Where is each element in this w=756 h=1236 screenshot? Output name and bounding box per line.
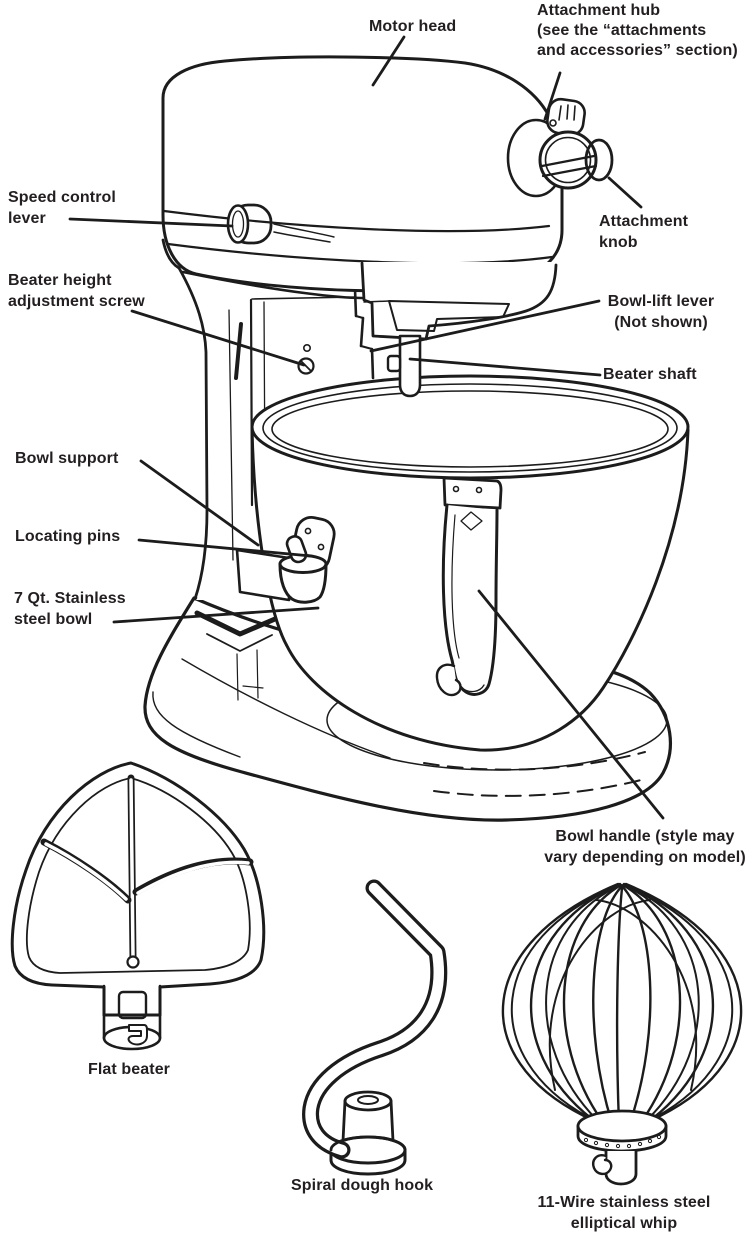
- leader-locating-pins: [137, 538, 313, 558]
- label-beater-shaft: Beater shaft: [603, 364, 697, 385]
- beater-height-screw-drawing: [297, 343, 315, 375]
- label-stainless-bowl: 7 Qt. Stainless steel bowl: [14, 588, 126, 630]
- label-stainless-bowl-line2: steel bowl: [14, 611, 93, 628]
- beater-shaft-drawing: [386, 334, 422, 398]
- label-locating-pins-text: Locating pins: [15, 528, 121, 545]
- bowl-support-drawing: [235, 516, 336, 604]
- leader-speed-control: [68, 217, 234, 228]
- leader-bowl-support: [139, 459, 260, 547]
- whip-hub-rivets: [583, 1134, 662, 1149]
- whip-drawing: [501, 882, 743, 1186]
- flat-beater-drawing: [10, 761, 266, 1051]
- label-dough-hook-text: Spiral dough hook: [291, 1177, 434, 1194]
- label-beater-shaft-text: Beater shaft: [603, 366, 697, 383]
- attachment-hub-drawing: [506, 97, 614, 198]
- label-attachment-knob-line1: Attachment: [599, 213, 689, 230]
- label-motor-head: Motor head: [369, 16, 456, 37]
- label-beater-height-line2: adjustment screw: [8, 293, 145, 310]
- label-attachment-knob-line2: knob: [599, 234, 638, 251]
- label-motor-head-text: Motor head: [369, 18, 457, 35]
- label-bowl-support: Bowl support: [15, 448, 118, 469]
- pedestal-chevron: [194, 610, 285, 701]
- label-beater-height-line1: Beater height: [8, 272, 112, 289]
- hub-clamp: [546, 97, 586, 137]
- label-flat-beater: Flat beater: [88, 1059, 170, 1080]
- leader-lines: [68, 35, 665, 820]
- leader-attachment-knob: [607, 176, 643, 209]
- label-bowl-lift-line2: (Not shown): [614, 314, 708, 331]
- speed-control-knob-drawing: [226, 203, 335, 245]
- label-beater-height: Beater height adjustment screw: [8, 270, 145, 312]
- leader-bowl-handle: [477, 589, 665, 820]
- label-attachment-hub: Attachment hub (see the “attachments and…: [537, 1, 738, 61]
- label-bowl-lift: Bowl-lift lever (Not shown): [596, 291, 726, 333]
- label-speed-control-line2: lever: [8, 210, 46, 227]
- label-bowl-support-text: Bowl support: [15, 450, 119, 467]
- label-speed-control: Speed control lever: [8, 187, 116, 229]
- label-bowl-lift-line1: Bowl-lift lever: [607, 293, 715, 310]
- label-whip-line2: elliptical whip: [570, 1215, 678, 1232]
- planetary-drawing: [360, 261, 558, 341]
- dough-hook-drawing: [302, 879, 448, 1176]
- label-flat-beater-text: Flat beater: [88, 1061, 171, 1078]
- label-attachment-knob: Attachment knob: [599, 211, 688, 253]
- whip-wires: [501, 882, 743, 1126]
- label-bowl-handle: Bowl handle (style may vary depending on…: [534, 826, 756, 868]
- label-attachment-hub-line2: (see the “attachments: [537, 22, 707, 39]
- label-bowl-handle-line2: vary depending on model): [544, 849, 746, 866]
- label-stainless-bowl-line1: 7 Qt. Stainless: [14, 590, 126, 607]
- leader-stainless-bowl: [112, 606, 320, 624]
- label-bowl-handle-line1: Bowl handle (style may: [555, 828, 735, 845]
- leader-beater-height: [130, 309, 306, 367]
- label-whip-line1: 11-Wire stainless steel: [537, 1194, 711, 1211]
- bowl-handle-drawing: [435, 476, 503, 697]
- label-attachment-hub-line1: Attachment hub: [537, 2, 661, 19]
- leader-motor-head: [371, 35, 406, 87]
- attachment-knob-drawing: [584, 138, 614, 182]
- leader-attachment-hub: [543, 71, 562, 121]
- label-speed-control-line1: Speed control: [8, 189, 116, 206]
- label-attachment-hub-line3: and accessories” section): [537, 42, 738, 59]
- label-locating-pins: Locating pins: [15, 526, 120, 547]
- label-whip: 11-Wire stainless steel elliptical whip: [524, 1192, 724, 1234]
- label-dough-hook: Spiral dough hook: [291, 1175, 433, 1196]
- leader-beater-shaft: [408, 357, 602, 377]
- leader-bowl-lift: [369, 299, 601, 353]
